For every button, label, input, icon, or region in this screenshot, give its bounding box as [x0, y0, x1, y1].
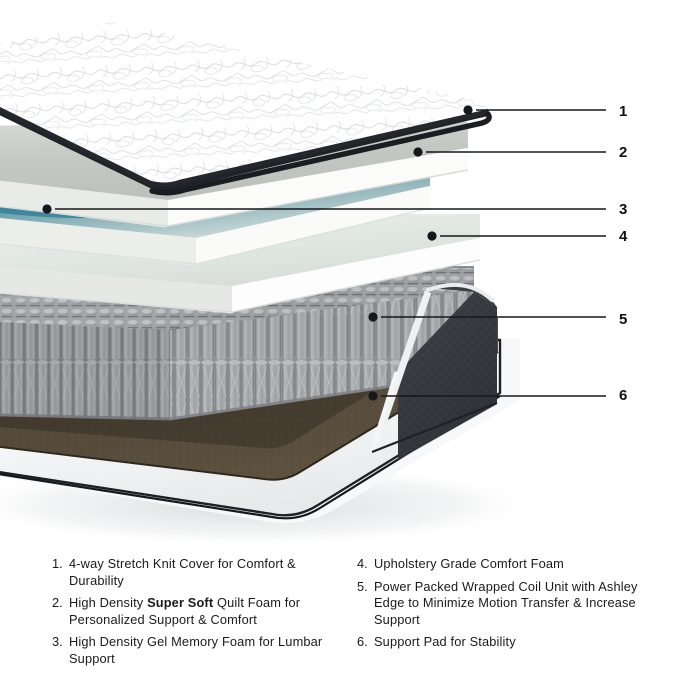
callout-number-3: 3	[619, 201, 628, 218]
callout-number-5: 5	[619, 311, 628, 328]
legend-marker: 5.	[357, 578, 368, 594]
knit-cover-layer	[0, 22, 492, 196]
legend-marker: 1.	[52, 556, 63, 571]
legend-marker: 2.	[52, 595, 63, 610]
callout-number-6: 6	[619, 387, 628, 404]
callout-dot-2	[413, 147, 423, 157]
callout-number-1: 1	[619, 103, 628, 120]
callout-leaders	[42, 105, 606, 401]
legend-marker: 3.	[52, 634, 63, 649]
callout-number-2: 2	[619, 144, 628, 161]
callout-dot-3	[42, 204, 52, 214]
callout-dot-1	[463, 105, 473, 115]
legend-column-left: 1. 4-way Stretch Knit Cover for Comfort &…	[52, 556, 342, 673]
legend-text: High Density Gel Memory Foam for Lumbar …	[69, 634, 323, 666]
legend-item-5: 5. Power Packed Wrapped Coil Unit with As…	[357, 579, 657, 629]
mattress-exploded-diagram	[0, 22, 606, 547]
legend-column-right: 4. Upholstery Grade Comfort Foam 5. Power P…	[357, 556, 657, 657]
legend-item-3: 3. High Density Gel Memory Foam for Lumba…	[52, 634, 342, 667]
legend-text: Upholstery Grade Comfort Foam	[374, 556, 564, 571]
callout-number-4: 4	[619, 228, 628, 245]
ashley-edge-support	[369, 282, 498, 460]
legend-text: Power Packed Wrapped Coil Unit with Ashl…	[374, 578, 638, 627]
legend-text: Support Pad for Stability	[374, 634, 516, 649]
legend-item-6: 6. Support Pad for Stability	[357, 634, 657, 651]
legend-text: 4-way Stretch Knit Cover for Comfort & D…	[69, 556, 296, 588]
legend-marker: 6.	[357, 634, 368, 649]
legend-item-4: 4. Upholstery Grade Comfort Foam	[357, 556, 657, 573]
callout-dot-4	[427, 231, 437, 241]
callout-dot-5	[368, 312, 378, 322]
legend: 1. 4-way Stretch Knit Cover for Comfort &…	[0, 556, 700, 700]
wrapped-coil-unit	[0, 266, 475, 421]
legend-item-2: 2. High Density Super Soft Quilt Foam for…	[52, 595, 342, 628]
legend-marker: 4.	[357, 556, 368, 571]
legend-item-1: 1. 4-way Stretch Knit Cover for Comfort &…	[52, 556, 342, 589]
callout-dot-6	[368, 391, 378, 401]
legend-text: High Density Super Soft Quilt Foam for P…	[69, 595, 301, 627]
